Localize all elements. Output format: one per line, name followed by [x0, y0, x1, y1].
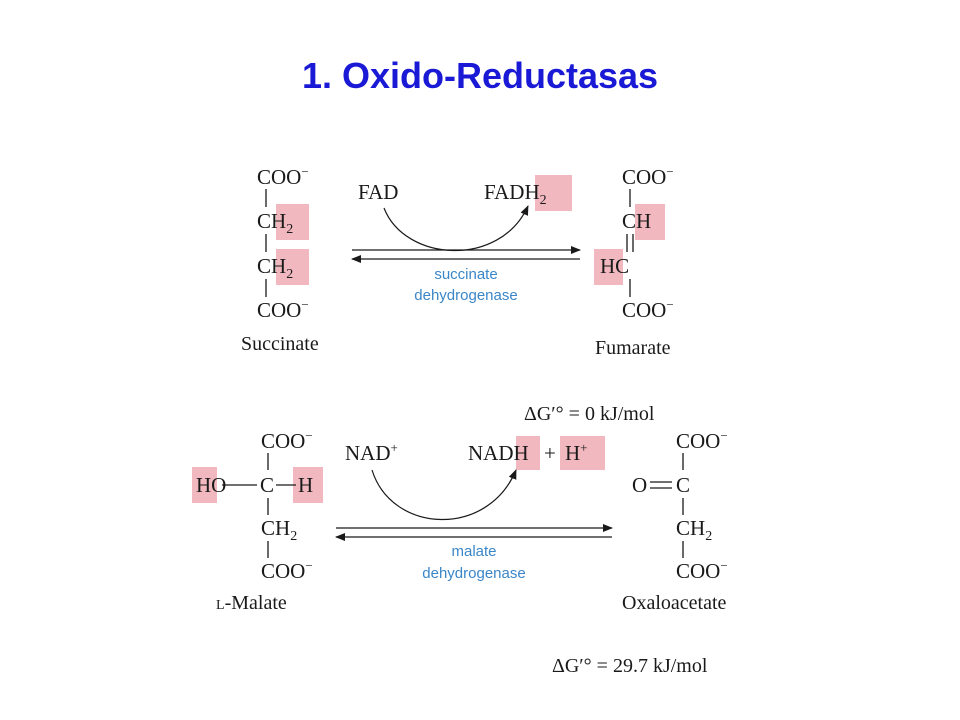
- malate-hydroxyl: HO: [196, 473, 226, 497]
- highlight-succinate-h2-lower: [276, 249, 309, 285]
- succinate-methylene-lower: CH2: [257, 254, 293, 282]
- highlight-malate-ho: [192, 467, 217, 503]
- highlight-fumarate-h-upper: [635, 204, 665, 240]
- highlight-proton: [560, 436, 605, 470]
- oxaloacetate-carbonyl-oxygen: O: [632, 473, 647, 497]
- page-title: 1. Oxido-Reductasas: [301, 55, 659, 96]
- fad-curved-arrow: [383, 205, 529, 252]
- reaction-malate-oxaloacetate: COO− HO C H CH2 COO− L-Malate NAD+ NADH …: [192, 428, 728, 677]
- highlight-nadh-h: [516, 436, 540, 470]
- nad-plus-label: NAD+: [345, 440, 398, 465]
- fumarate-hc-lower: HC: [600, 254, 629, 278]
- succinate-methylene-upper: CH2: [257, 209, 293, 237]
- malate-structure: COO− HO C H CH2 COO− L-Malate: [196, 428, 313, 614]
- highlight-fumarate-h-lower: [594, 249, 623, 285]
- malate-central-carbon: C: [260, 473, 274, 497]
- oxaloacetate-carboxylate-bottom: COO−: [676, 558, 728, 583]
- enzyme-succinate-line2: dehydrogenase: [414, 287, 517, 304]
- enzyme-malate-line2: dehydrogenase: [422, 565, 525, 582]
- oxaloacetate-structure: COO− O C CH2 COO− Oxaloacetate: [622, 428, 728, 614]
- fumarate-ch-upper: CH: [622, 209, 651, 233]
- fadh2-label: FADH2: [484, 180, 547, 208]
- fumarate-carboxylate-top: COO−: [622, 164, 674, 189]
- fumarate-structure: COO− CH HC COO− Fumarate: [595, 164, 674, 359]
- oxaloacetate-label: Oxaloacetate: [622, 592, 726, 614]
- plus-sign: +: [544, 441, 556, 465]
- succinate-label: Succinate: [241, 333, 319, 355]
- succinate-structure: COO− CH2 CH2 COO− Succinate: [241, 164, 319, 355]
- malate-hydrogen: H: [298, 473, 313, 497]
- reaction-succinate-fumarate: COO− CH2 CH2 COO− Succinate FAD FADH2 su…: [241, 164, 674, 425]
- highlight-fadh2-h2: [535, 175, 572, 211]
- fad-label: FAD: [358, 180, 398, 204]
- oxaloacetate-carboxylate-top: COO−: [676, 428, 728, 453]
- malate-label: L-Malate: [216, 592, 287, 614]
- succinate-carboxylate-top: COO−: [257, 164, 309, 189]
- fumarate-carboxylate-bottom: COO−: [622, 297, 674, 322]
- oxaloacetate-methylene: CH2: [676, 516, 712, 544]
- malate-methylene: CH2: [261, 516, 297, 544]
- delta-g-reaction2: ΔG′° = 29.7 kJ/mol: [552, 655, 708, 677]
- malate-carboxylate-top: COO−: [261, 428, 313, 453]
- enzyme-succinate-line1: succinate: [434, 266, 497, 283]
- succinate-carboxylate-bottom: COO−: [257, 297, 309, 322]
- malate-carboxylate-bottom: COO−: [261, 558, 313, 583]
- nadh-label: NADH: [468, 441, 529, 465]
- proton-label: H+: [565, 440, 588, 465]
- highlight-succinate-h2-upper: [276, 204, 309, 240]
- nad-curved-arrow: [371, 469, 517, 521]
- delta-g-reaction1: ΔG′° = 0 kJ/mol: [524, 403, 655, 425]
- highlight-malate-h: [293, 467, 323, 503]
- oxaloacetate-carbonyl-carbon: C: [676, 473, 690, 497]
- fumarate-label: Fumarate: [595, 337, 671, 359]
- enzyme-malate-line1: malate: [451, 543, 496, 560]
